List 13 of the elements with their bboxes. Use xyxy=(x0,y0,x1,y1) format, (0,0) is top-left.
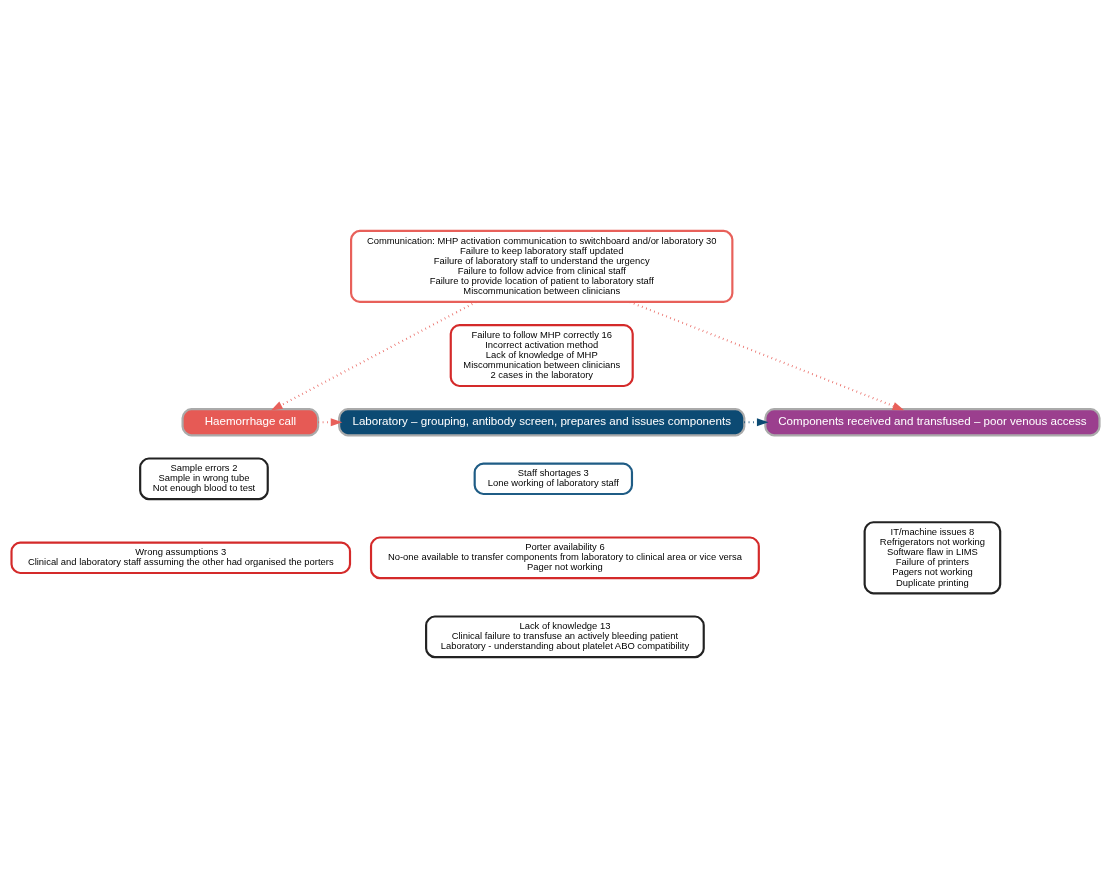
node-box: Failure to follow MHP correctly 16 Incorrect activation method Lack of knowledge of MHP Miscommunication between clinicians 2 cases in the laboratory xyxy=(449,323,634,387)
node-box: Communication: MHP activation communication to switchboard and/or laboratory 30 Failure to keep laboratory staff updated Failure of laboratory staff to understand the urgency Failure to follow advice from clinical staff Failure to provide location of patient to laboratory staff Miscommunication between clinicians xyxy=(350,229,734,303)
arrow xyxy=(629,300,905,410)
node-box: Haemorrhage call xyxy=(181,407,320,436)
node-box: Staff shortages 3 Lone working of laboratory staff xyxy=(473,462,634,495)
node-box: IT/machine issues 8 Refrigerators not working Software flaw in LIMS Failure of printers Pagers not working Duplicate printing xyxy=(863,520,1002,594)
arrow xyxy=(270,300,477,411)
node-box: Lack of knowledge 13 Clinical failure to transfuse an actively bleeding patient Laboratory - understanding about platelet ABO compatibility xyxy=(425,614,705,658)
node-box: Porter availability 6 No-one available to transfer components from laboratory to clinical area or vice versa Pager not working xyxy=(369,535,760,579)
node-box: Components received and transfused – poor venous access xyxy=(764,407,1101,436)
node-box: Sample errors 2 Sample in wrong tube Not enough blood to test xyxy=(139,456,269,500)
node-box: Laboratory – grouping, antibody screen, prepares and issues components xyxy=(338,407,746,436)
node-box: Wrong assumptions 3 Clinical and laboratory staff assuming the other had organised the porters xyxy=(10,541,352,574)
